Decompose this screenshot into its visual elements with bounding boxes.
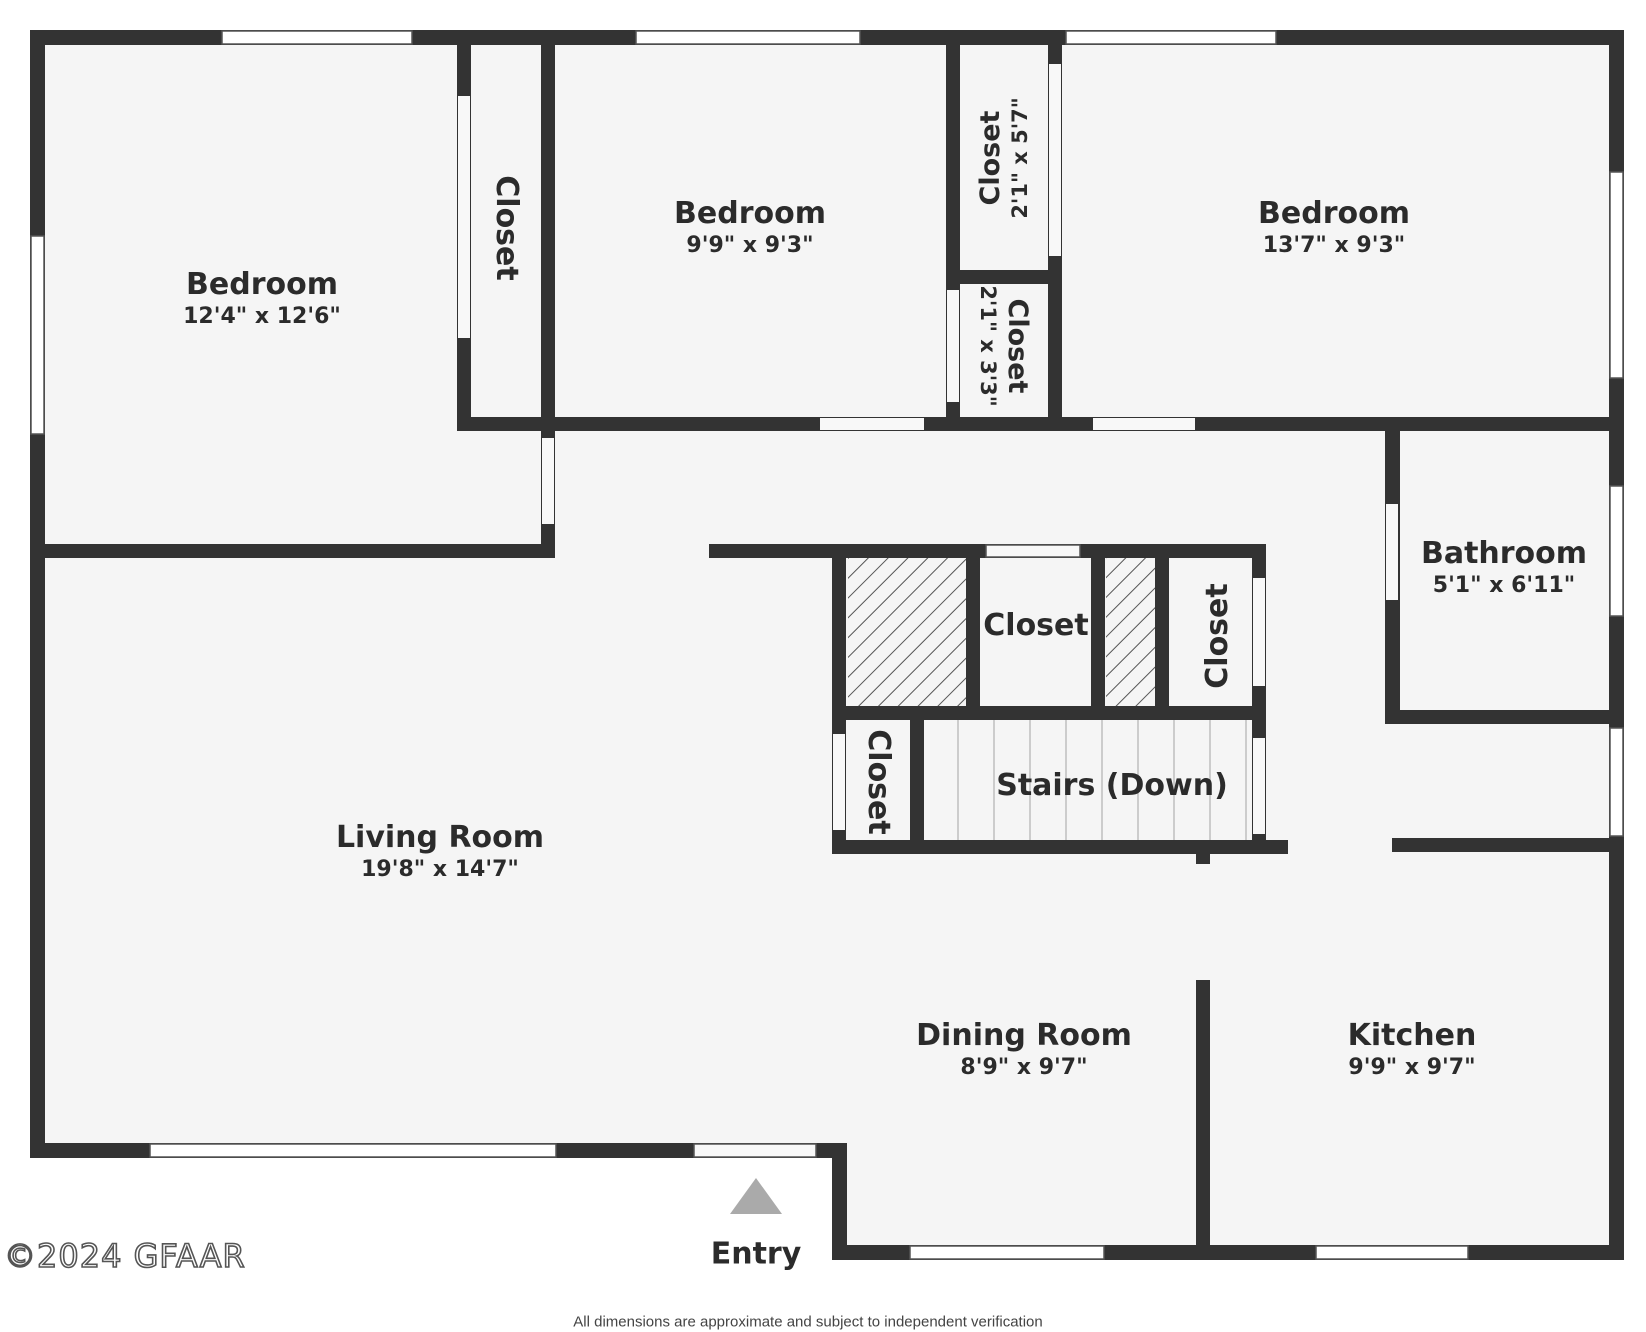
stair-treads [957, 720, 1247, 842]
entry-arrow-icon [730, 1178, 782, 1214]
room-name: Kitchen [1347, 1018, 1477, 1053]
room-dimensions: 8'9" x 9'7" [960, 1055, 1088, 1080]
room-label-closet-left: Closet [488, 175, 524, 280]
room-label-closet-lower: Closet 2'1" x 3'3" [975, 285, 1033, 406]
door-openings [458, 64, 1398, 1157]
room-label-bedroom-left: Bedroom 12'4" x 12'6" [183, 267, 341, 331]
room-name: Dining Room [916, 1018, 1132, 1053]
room-name: Closet [1200, 583, 1235, 689]
door-opening-edges [693, 544, 1081, 1158]
room-name: Bedroom [674, 196, 826, 231]
room-dimensions: 5'1" x 6'11" [1432, 573, 1576, 598]
room-label-closet-center: Closet [983, 608, 1088, 644]
room-label-kitchen: Kitchen 9'9" x 9'7" [1348, 1018, 1477, 1082]
room-label-closet-center-right: Closet [1200, 583, 1236, 688]
room-name: Closet [489, 175, 524, 281]
room-name: Closet [975, 110, 1006, 206]
room-name: Living Room [335, 820, 545, 855]
room-label-bathroom: Bathroom 5'1" x 6'11" [1421, 536, 1587, 600]
room-label-bedroom-middle: Bedroom 9'9" x 9'3" [674, 196, 826, 260]
room-label-dining-room: Dining Room 8'9" x 9'7" [916, 1018, 1132, 1082]
windows [30, 30, 1624, 1260]
room-dimensions: 19'8" x 14'7" [361, 857, 519, 882]
room-dimensions: 13'7" x 9'3" [1262, 233, 1406, 258]
room-label-stairs: Stairs (Down) [996, 768, 1228, 804]
room-name: Closet [983, 608, 1089, 643]
room-label-living-room: Living Room 19'8" x 14'7" [336, 820, 544, 884]
disclaimer-text: All dimensions are approximate and subje… [573, 1313, 1043, 1331]
copyright-watermark: ©2024 GFAAR [3, 1236, 246, 1276]
room-name: Bedroom [1258, 196, 1410, 231]
room-name: Stairs (Down) [996, 768, 1228, 803]
hatched-shaft-right [1106, 557, 1156, 707]
room-dimensions: 12'4" x 12'6" [183, 304, 341, 329]
hatched-shaft-left [848, 557, 966, 707]
room-dimensions: 9'9" x 9'3" [686, 233, 814, 258]
room-name: Bathroom [1420, 536, 1588, 571]
entry-label: Entry [710, 1236, 802, 1272]
room-dimensions: 2'1" x 5'7" [1008, 97, 1032, 219]
room-dimensions: 2'1" x 3'3" [976, 285, 1000, 407]
room-label-bedroom-right: Bedroom 13'7" x 9'3" [1258, 196, 1410, 260]
room-dimensions: 9'9" x 9'7" [1348, 1055, 1476, 1080]
room-label-closet-stairs: Closet [860, 729, 896, 834]
floor-area [38, 38, 1620, 1253]
room-name: Bedroom [186, 267, 338, 302]
room-name: Closet [1002, 298, 1033, 394]
room-label-closet-upper: Closet 2'1" x 5'7" [975, 97, 1033, 218]
room-name: Closet [861, 729, 896, 835]
